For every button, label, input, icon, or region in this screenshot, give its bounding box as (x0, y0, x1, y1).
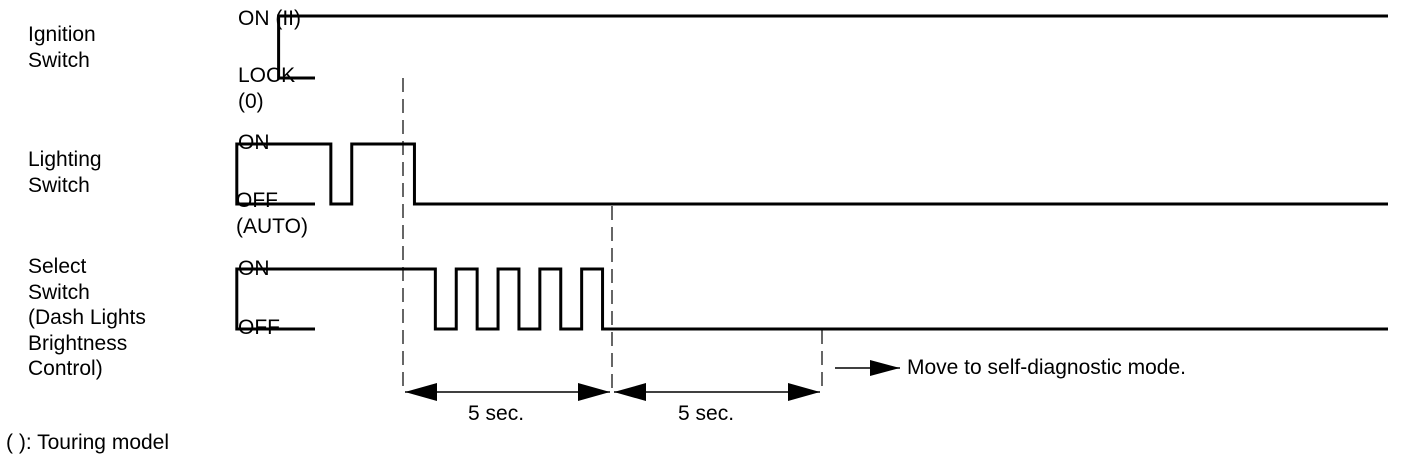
interval-2-dimension (614, 383, 820, 401)
select-high-label: ON (238, 257, 270, 280)
signal-name-lighting-switch: Lighting Switch (28, 148, 102, 197)
lighting-switch-waveform (235, 142, 1388, 206)
interval-1-right-arrowhead (578, 383, 610, 401)
signal-name-select-switch: Select Switch (Dash Lights Brightness Co… (28, 255, 146, 380)
interval-2-label: 5 sec. (678, 402, 735, 425)
select-low-label: OFF (238, 316, 280, 339)
interval-1-label: 5 sec. (468, 402, 525, 425)
interval-1-dimension (405, 383, 610, 401)
result-note: Move to self-diagnostic mode. (907, 356, 1186, 379)
footnote: ( ): Touring model (6, 431, 170, 454)
interval-2-right-arrowhead (788, 383, 820, 401)
lighting-low-label: OFF (AUTO) (236, 189, 308, 238)
signal-name-ignition-switch: Ignition Switch (28, 23, 96, 72)
ignition-high-label: ON (II) (238, 7, 301, 30)
ignition-switch-waveform (277, 14, 1388, 80)
interval-2-left-arrowhead (614, 383, 646, 401)
ignition-low-label: LOCK (0) (238, 64, 296, 113)
select-switch-waveform (235, 267, 1388, 331)
interval-1-left-arrowhead (405, 383, 437, 401)
lighting-high-label: ON (238, 131, 270, 154)
